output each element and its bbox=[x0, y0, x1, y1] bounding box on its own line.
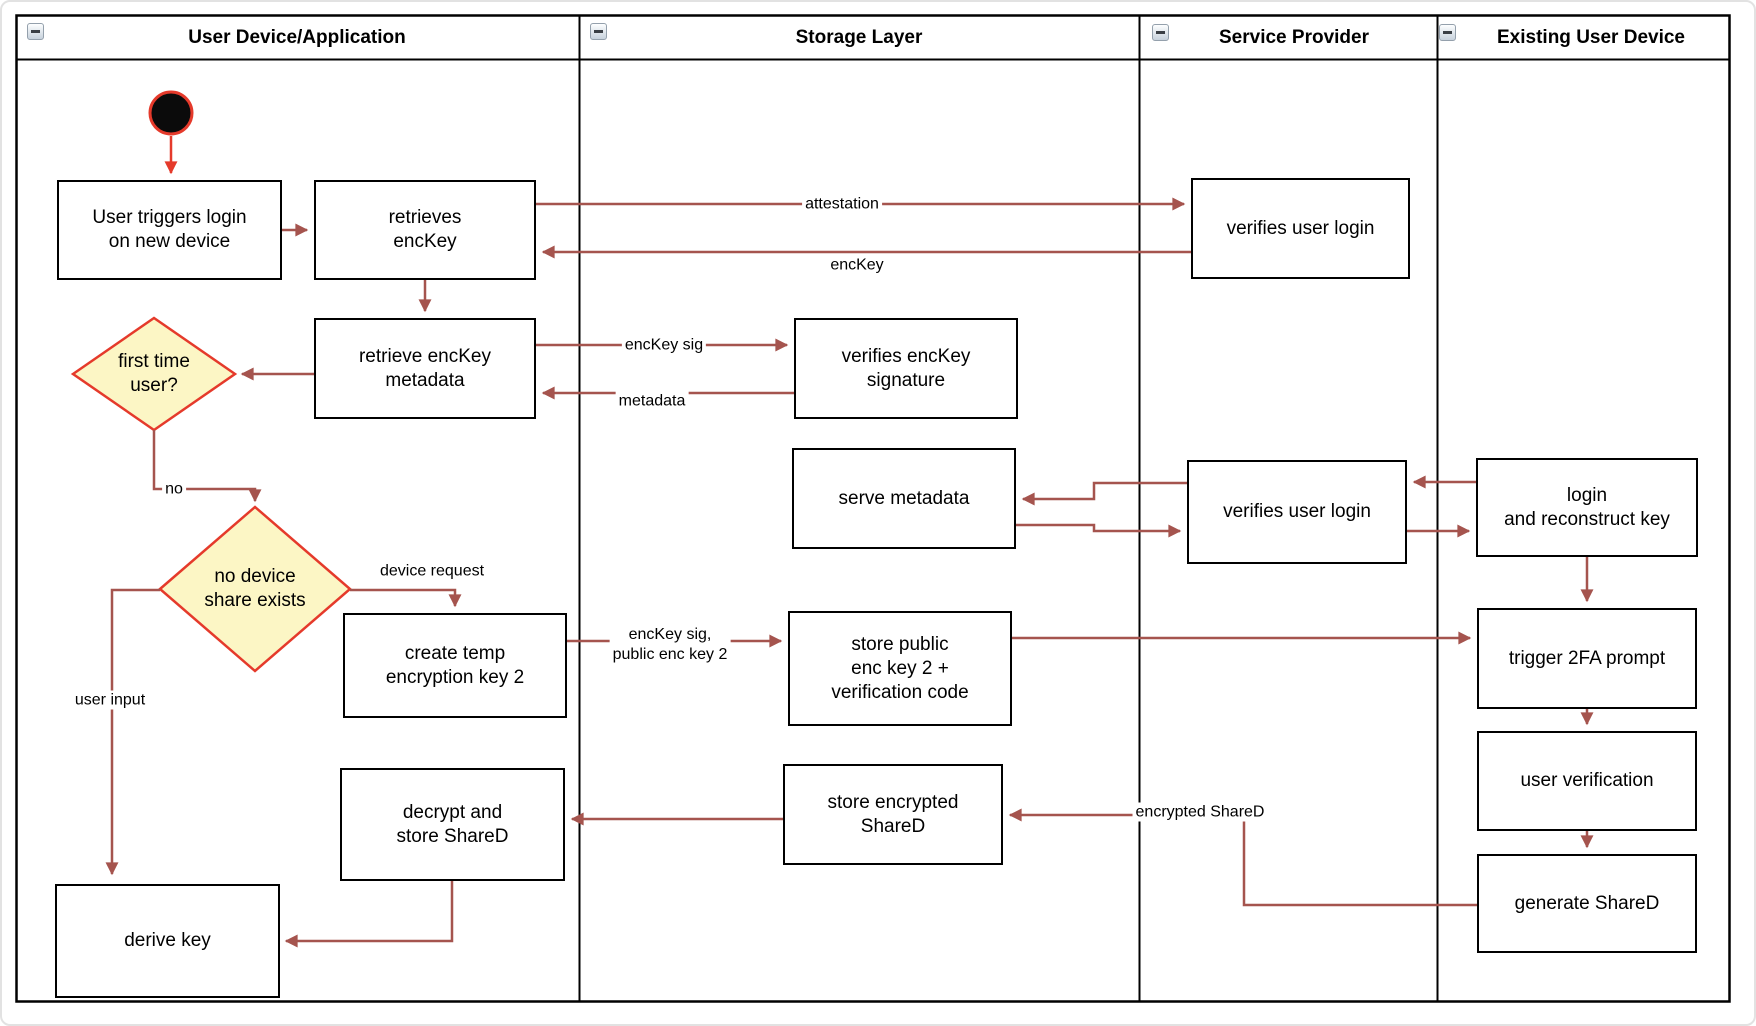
edge-decrypt-to-derive bbox=[284, 881, 454, 948]
node-retrieves-enckey[interactable]: retrieves encKey bbox=[314, 180, 536, 280]
swimlane-pool-border bbox=[15, 14, 1731, 1003]
node-user-triggers-login[interactable]: User triggers login on new device bbox=[57, 180, 282, 280]
edge-user-input bbox=[105, 588, 160, 876]
node-decrypt-store-shared[interactable]: decrypt and store ShareD bbox=[340, 768, 565, 881]
node-verifies-user-login-mid[interactable]: verifies user login bbox=[1187, 460, 1407, 564]
node-verifies-enckey-signature[interactable]: verifies encKey signature bbox=[794, 318, 1018, 419]
collapse-icon-service-provider[interactable] bbox=[1152, 24, 1169, 41]
node-login-reconstruct-key[interactable]: login and reconstruct key bbox=[1476, 458, 1698, 557]
node-trigger-2fa-prompt[interactable]: trigger 2FA prompt bbox=[1477, 608, 1697, 709]
node-generate-shared[interactable]: generate ShareD bbox=[1477, 854, 1697, 953]
edge-label-metadata: metadata bbox=[615, 391, 689, 411]
edge-label-user-input: user input bbox=[71, 690, 149, 710]
edge-label-enckey: encKey bbox=[827, 255, 887, 275]
decision-first-time-user-label: first time user? bbox=[118, 351, 190, 396]
edge-serve-metadata-to-verifies bbox=[1016, 523, 1182, 538]
edge-label-no: no bbox=[162, 479, 186, 499]
node-store-public-key[interactable]: store public enc key 2 + verification co… bbox=[788, 611, 1012, 726]
edge-verifies-to-serve-metadata bbox=[1021, 481, 1187, 506]
edge-label-device-request: device request bbox=[376, 561, 488, 581]
decision-first-time-user-shape[interactable] bbox=[70, 316, 238, 432]
edge-device-request bbox=[350, 588, 462, 608]
edge-label-encrypted-shared: encrypted ShareD bbox=[1132, 802, 1268, 822]
collapse-icon-user-device[interactable] bbox=[27, 23, 44, 40]
lane-header-user-device[interactable]: User Device/Application bbox=[188, 27, 406, 48]
decision-no-device-share-label: no device share exists bbox=[204, 566, 306, 611]
edge-encrypted-shared bbox=[1008, 808, 1477, 907]
node-serve-metadata[interactable]: serve metadata bbox=[792, 448, 1016, 549]
edge-label-attestation: attestation bbox=[802, 194, 882, 214]
node-verifies-user-login-top[interactable]: verifies user login bbox=[1191, 178, 1410, 279]
lane-header-existing-user-device[interactable]: Existing User Device bbox=[1497, 27, 1685, 48]
node-user-verification[interactable]: user verification bbox=[1477, 731, 1697, 831]
node-store-encrypted-shared[interactable]: store encrypted ShareD bbox=[783, 764, 1003, 865]
lane-header-service-provider[interactable]: Service Provider bbox=[1219, 27, 1369, 48]
node-create-temp-key[interactable]: create temp encryption key 2 bbox=[343, 613, 567, 718]
collapse-icon-storage-layer[interactable] bbox=[590, 23, 607, 40]
edge-label-enckey-sig: encKey sig bbox=[621, 335, 707, 355]
collapse-icon-existing-user-device[interactable] bbox=[1439, 24, 1456, 41]
edge-label-enckey-sig-public: encKey sig, public enc key 2 bbox=[609, 625, 731, 665]
lane-header-storage-layer[interactable]: Storage Layer bbox=[795, 27, 923, 48]
node-derive-key[interactable]: derive key bbox=[55, 884, 280, 998]
start-node[interactable] bbox=[148, 90, 194, 136]
node-retrieve-enckey-metadata[interactable]: retrieve encKey metadata bbox=[314, 318, 536, 419]
edge-no-branch bbox=[152, 430, 262, 503]
